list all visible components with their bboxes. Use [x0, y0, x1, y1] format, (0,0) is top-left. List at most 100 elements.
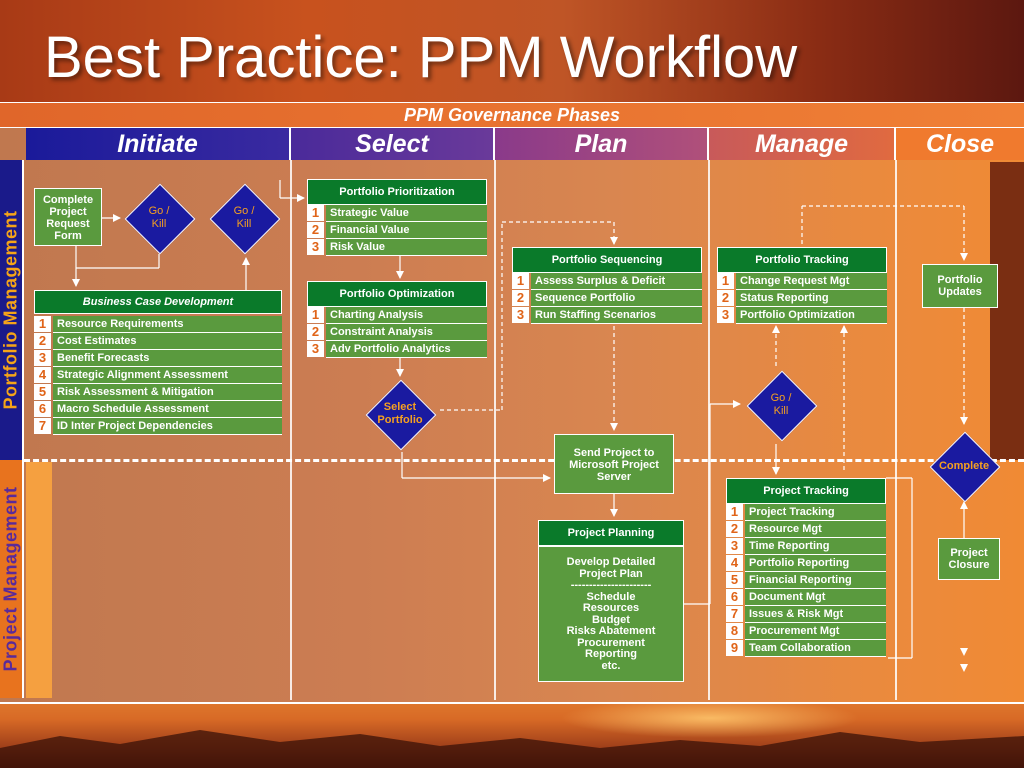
portfolio-updates-label: Portfolio Updates	[937, 274, 983, 298]
phases-header: PPM Governance Phases	[0, 102, 1024, 128]
decision-label: Go / Kill	[770, 392, 792, 417]
decision-go-kill-3[interactable]: Go / Kill	[743, 367, 819, 443]
item-label: Cost Estimates	[53, 333, 282, 350]
decor-strip-left	[26, 462, 52, 698]
item-number: 3	[717, 307, 734, 323]
item-label: Risk Value	[326, 239, 487, 256]
item-label: Status Reporting	[736, 290, 887, 307]
page-title: Best Practice: PPM Workflow	[44, 25, 798, 90]
item-number: 5	[726, 572, 743, 588]
phase-plan: Plan	[495, 128, 709, 160]
send-project-box[interactable]: Send Project to Microsoft Project Server	[554, 434, 674, 494]
column-divider	[494, 160, 496, 700]
item-label: Strategic Value	[326, 205, 487, 222]
plan-item: Reporting	[585, 648, 637, 660]
item-label: Document Mgt	[745, 589, 886, 606]
item-label: ID Inter Project Dependencies	[53, 418, 282, 435]
sun-glow	[560, 698, 860, 738]
business-case-title: Business Case Development	[82, 296, 234, 308]
item-label: Team Collaboration	[745, 640, 886, 657]
business-case-header[interactable]: Business Case Development	[34, 290, 282, 314]
plan-item: Resources	[582, 602, 640, 614]
phase-select: Select	[291, 128, 495, 160]
item-label: Financial Value	[326, 222, 487, 239]
decision-complete[interactable]: Complete	[926, 428, 1002, 504]
portfolio-updates-box[interactable]: Portfolio Updates	[922, 264, 998, 308]
decision-label: Go / Kill	[233, 205, 255, 230]
item-label: Project Tracking	[745, 504, 886, 521]
item-number: 1	[512, 273, 529, 289]
decision-go-kill-2[interactable]: Go / Kill	[206, 180, 282, 256]
item-label: Change Request Mgt	[736, 273, 887, 290]
phase-manage: Manage	[709, 128, 896, 160]
project-closure-box[interactable]: Project Closure	[938, 538, 1000, 580]
column-divider	[708, 160, 710, 700]
plan-item: etc.	[601, 659, 621, 672]
phase-initiate: Initiate	[26, 128, 291, 160]
project-planning-title: Project Planning	[567, 527, 655, 539]
decision-go-kill-1[interactable]: Go / Kill	[121, 180, 197, 256]
item-label: Portfolio Optimization	[736, 307, 887, 324]
decor-strip-right	[990, 162, 1024, 460]
optimization-header[interactable]: Portfolio Optimization	[307, 281, 487, 307]
item-number: 4	[726, 555, 743, 571]
portfolio-tracking-header[interactable]: Portfolio Tracking	[717, 247, 887, 273]
item-number: 3	[307, 341, 324, 357]
item-label: Financial Reporting	[745, 572, 886, 589]
item-number: 6	[726, 589, 743, 605]
item-number: 1	[307, 205, 324, 221]
item-number: 6	[34, 401, 51, 417]
project-planning-body[interactable]: Develop Detailed Project Plan ----------…	[538, 546, 684, 682]
project-planning-header[interactable]: Project Planning	[538, 520, 684, 546]
item-label: Adv Portfolio Analytics	[326, 341, 487, 358]
project-tracking-header[interactable]: Project Tracking	[726, 478, 886, 504]
item-label: Resource Mgt	[745, 521, 886, 538]
item-label: Portfolio Reporting	[745, 555, 886, 572]
project-planning-heading: Develop Detailed Project Plan	[566, 556, 656, 580]
complete-request-form[interactable]: Complete Project Request Form	[34, 188, 102, 246]
item-number: 2	[717, 290, 734, 306]
item-label: Assess Surplus & Deficit	[531, 273, 702, 290]
item-label: Run Staffing Scenarios	[531, 307, 702, 324]
item-label: Resource Requirements	[53, 316, 282, 333]
prioritization-header[interactable]: Portfolio Prioritization	[307, 179, 487, 205]
item-number: 2	[307, 324, 324, 340]
decision-select-portfolio[interactable]: Select Portfolio	[362, 376, 438, 452]
mountain-silhouette	[0, 730, 1024, 768]
send-project-label: Send Project to Microsoft Project Server	[569, 447, 659, 483]
sequencing-header[interactable]: Portfolio Sequencing	[512, 247, 702, 273]
item-number: 7	[726, 606, 743, 622]
